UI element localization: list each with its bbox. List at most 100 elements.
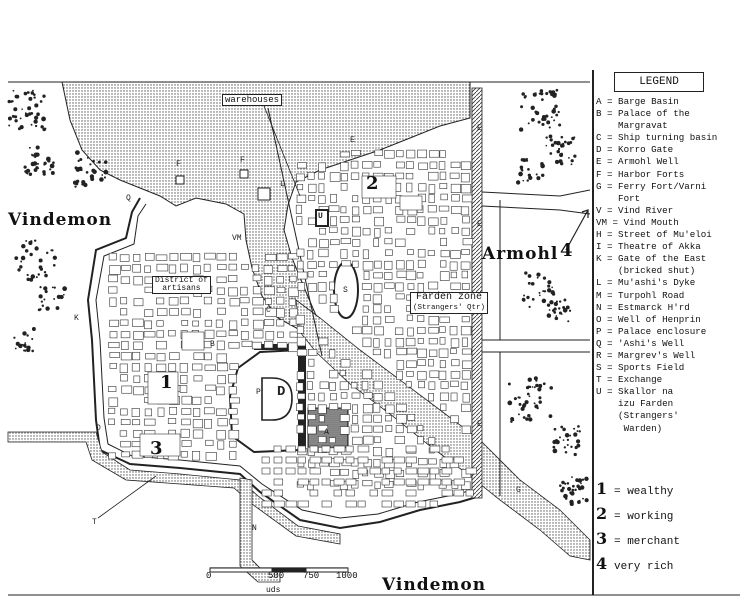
city-block — [285, 445, 296, 453]
city-block — [395, 238, 406, 247]
tree-mark — [20, 260, 23, 263]
tree-mark — [45, 306, 50, 311]
city-block — [157, 407, 165, 417]
city-block — [133, 375, 141, 383]
city-block — [461, 481, 471, 490]
tree-mark — [42, 170, 46, 174]
city-block — [133, 331, 144, 340]
city-block — [363, 271, 370, 280]
city-block — [228, 342, 240, 349]
tree-mark — [526, 179, 529, 182]
city-block — [406, 347, 418, 355]
city-block — [384, 282, 395, 289]
city-block — [438, 205, 450, 212]
tree-mark — [25, 239, 28, 242]
city-block — [417, 500, 427, 508]
city-block — [239, 297, 250, 304]
city-block — [307, 283, 318, 292]
tree-mark — [549, 300, 554, 305]
city-block — [429, 500, 439, 508]
city-block — [308, 393, 315, 401]
tree-mark — [45, 156, 51, 162]
tree-mark — [7, 99, 11, 104]
city-block — [418, 381, 425, 389]
city-block — [453, 489, 465, 497]
tree-mark — [535, 173, 538, 176]
tree-mark — [525, 385, 530, 390]
tree-mark — [97, 160, 101, 164]
marker-q: Q — [126, 194, 131, 203]
city-block — [205, 439, 214, 446]
city-block — [428, 281, 439, 290]
city-block — [329, 172, 341, 182]
city-block — [339, 370, 346, 376]
city-blocks — [107, 149, 477, 508]
tree-mark — [512, 419, 515, 422]
city-block — [340, 426, 350, 435]
tree-mark — [7, 116, 12, 121]
city-block — [441, 456, 454, 464]
tree-mark — [40, 300, 43, 303]
marker-c: C — [266, 306, 271, 315]
tree-mark — [33, 152, 39, 158]
district-key-label: = working — [614, 511, 674, 523]
tree-mark — [518, 402, 522, 406]
city-block — [460, 381, 468, 390]
city-block — [139, 433, 181, 457]
city-block — [352, 326, 362, 335]
city-block — [108, 342, 120, 349]
city-block — [427, 250, 435, 256]
city-block — [167, 418, 177, 424]
city-block — [329, 305, 339, 313]
legend-item: Warden) — [596, 422, 663, 434]
city-block — [429, 478, 442, 486]
farden-zone-label: Farden zone (Strangers' Qtr) — [410, 292, 489, 314]
city-block — [273, 500, 285, 508]
city-block — [339, 414, 350, 422]
city-block — [276, 286, 286, 293]
city-block — [440, 217, 448, 225]
city-block — [449, 261, 458, 271]
city-block — [228, 263, 238, 271]
city-block — [428, 393, 435, 402]
tree-mark — [553, 427, 557, 431]
city-block — [395, 182, 402, 192]
city-block — [362, 228, 371, 236]
city-block — [405, 270, 417, 281]
tree-mark — [518, 171, 523, 177]
city-block — [429, 370, 440, 378]
tree-mark — [525, 157, 528, 160]
tree-mark — [550, 92, 554, 97]
city-block — [296, 183, 304, 191]
city-block — [461, 249, 470, 255]
city-block — [216, 386, 225, 396]
tree-mark — [36, 162, 39, 165]
tree-mark — [563, 298, 567, 302]
city-block — [418, 162, 428, 170]
city-block — [372, 403, 381, 413]
city-block — [385, 249, 393, 256]
tree-mark — [540, 173, 545, 178]
city-block — [265, 331, 275, 341]
city-block — [296, 216, 303, 225]
city-block — [295, 204, 302, 214]
city-block — [121, 451, 130, 458]
city-block — [253, 319, 264, 330]
tree-mark — [53, 286, 56, 289]
city-block — [374, 149, 384, 156]
tree-mark — [549, 386, 554, 390]
city-block — [450, 348, 457, 354]
tree-mark — [52, 263, 56, 267]
tree-mark — [540, 162, 544, 166]
city-block — [440, 381, 449, 389]
tree-mark — [524, 271, 528, 275]
tree-mark — [545, 91, 549, 96]
district-number-4: 4 — [560, 240, 573, 261]
tree-mark — [550, 116, 553, 119]
city-block — [329, 281, 335, 291]
city-block — [297, 467, 307, 475]
city-block — [451, 359, 460, 367]
tree-mark — [507, 400, 513, 406]
city-block — [330, 393, 337, 401]
city-block — [393, 500, 404, 508]
